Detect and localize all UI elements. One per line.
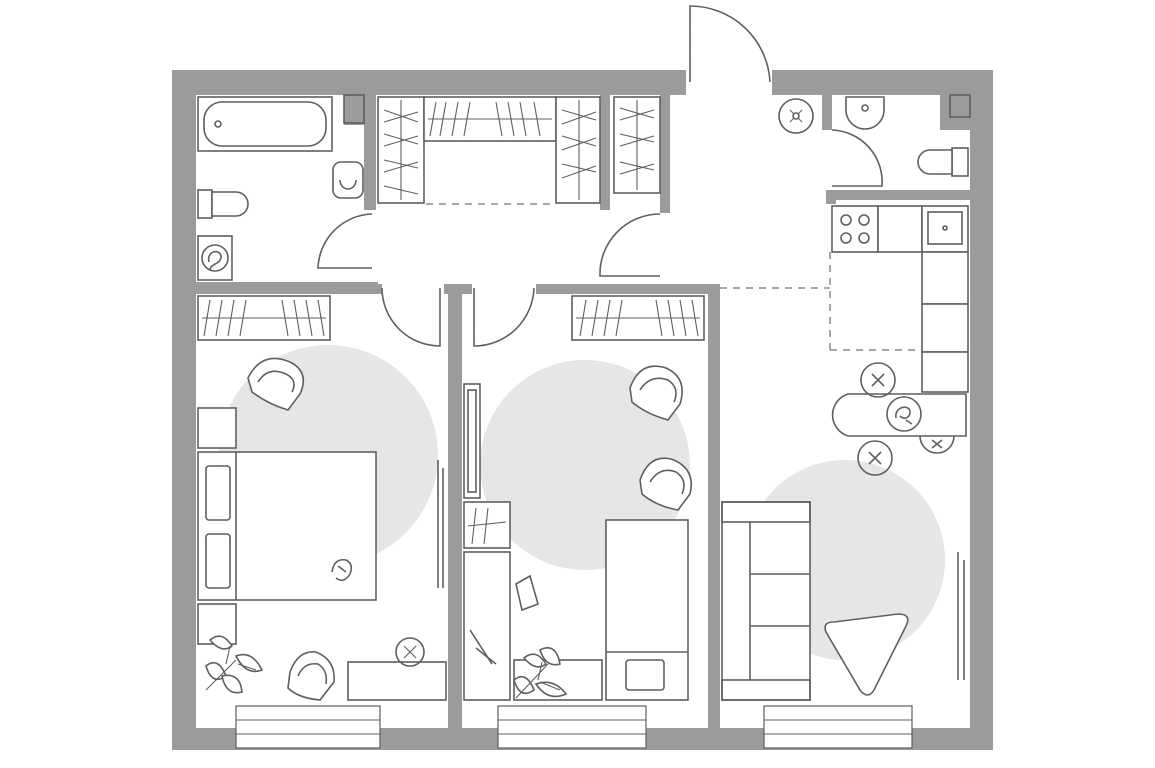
doors xyxy=(317,5,883,347)
ceiling-lamp-icon xyxy=(778,98,814,134)
wc-niche xyxy=(949,94,971,118)
bedroom-door xyxy=(381,287,441,347)
wall-kitchen-left xyxy=(826,190,836,204)
wall-bath-right xyxy=(364,95,376,210)
kids-room-zone xyxy=(480,360,690,570)
kitchen-sink xyxy=(921,205,969,253)
living-window-curtain xyxy=(957,552,965,680)
washing-machine-icon xyxy=(197,235,233,281)
wall-kids-top-left xyxy=(444,284,472,294)
fridge xyxy=(921,303,969,353)
wc xyxy=(845,94,971,177)
desk-bedroom xyxy=(347,661,447,701)
drain-icon xyxy=(214,120,222,128)
wall-wc-left xyxy=(822,95,832,130)
wc-toilet-icon xyxy=(917,147,969,177)
kids-desk-lamp xyxy=(469,574,539,665)
dining-table xyxy=(831,393,967,437)
counter-top xyxy=(877,205,923,253)
walls xyxy=(172,70,993,750)
hanger-lines xyxy=(383,100,655,200)
kids-room-door xyxy=(473,287,535,347)
entrance-door xyxy=(689,5,771,83)
kids-desk xyxy=(463,551,511,701)
nightstand-top xyxy=(197,407,237,449)
wall-bed-top xyxy=(372,284,382,294)
window-living-room xyxy=(763,705,913,749)
plant-icon xyxy=(205,635,264,694)
armchair-icon xyxy=(247,357,305,411)
wall-bed-kids xyxy=(448,290,462,730)
kids-plant-icon xyxy=(513,647,568,699)
wall-niche-1 xyxy=(344,95,364,125)
window-kids-room xyxy=(497,705,647,749)
kids-shelf xyxy=(463,501,511,549)
wall-kids-living xyxy=(708,284,720,730)
kids-armchair-top-icon xyxy=(629,365,683,421)
coffee-table xyxy=(824,613,909,696)
counter-1 xyxy=(921,251,969,305)
bar-stool-icons xyxy=(857,362,955,476)
bathtub xyxy=(197,96,333,152)
armchair-bottom-icon xyxy=(287,651,335,701)
wall-wc-bottom xyxy=(826,190,976,200)
kids-bed xyxy=(605,519,689,701)
wall-kids-top xyxy=(536,284,718,294)
windows xyxy=(235,705,913,749)
bathroom-door xyxy=(317,213,373,269)
wc-door xyxy=(831,129,883,187)
sofa xyxy=(721,501,811,701)
bedroom-curtain xyxy=(437,460,444,588)
kids-room xyxy=(463,295,705,701)
wall-niche-right xyxy=(660,95,670,213)
window-bedroom xyxy=(235,705,381,749)
kitchen xyxy=(831,205,969,476)
double-bed xyxy=(197,451,377,601)
wall-storage-right xyxy=(600,95,610,210)
stove xyxy=(831,205,879,253)
wc-washbasin-icon xyxy=(845,96,885,130)
toilet-icon xyxy=(197,189,249,219)
bedroom xyxy=(197,295,447,701)
hallway xyxy=(778,98,814,134)
bookshelf xyxy=(463,383,481,499)
living-room xyxy=(721,501,965,701)
hall-door-right xyxy=(599,213,661,277)
counter-2 xyxy=(921,351,969,393)
desk-chair-icon xyxy=(395,637,425,667)
stove-burners xyxy=(840,214,870,244)
bathroom xyxy=(197,94,365,281)
storage xyxy=(377,96,661,204)
wall-bath-bottom xyxy=(196,282,378,294)
kids-armchair-bottom-icon xyxy=(639,457,693,511)
bath-niche xyxy=(343,94,365,124)
dashed-borders xyxy=(426,203,922,351)
wall-niche-2 xyxy=(940,95,970,130)
washbasin-icon xyxy=(332,161,364,199)
